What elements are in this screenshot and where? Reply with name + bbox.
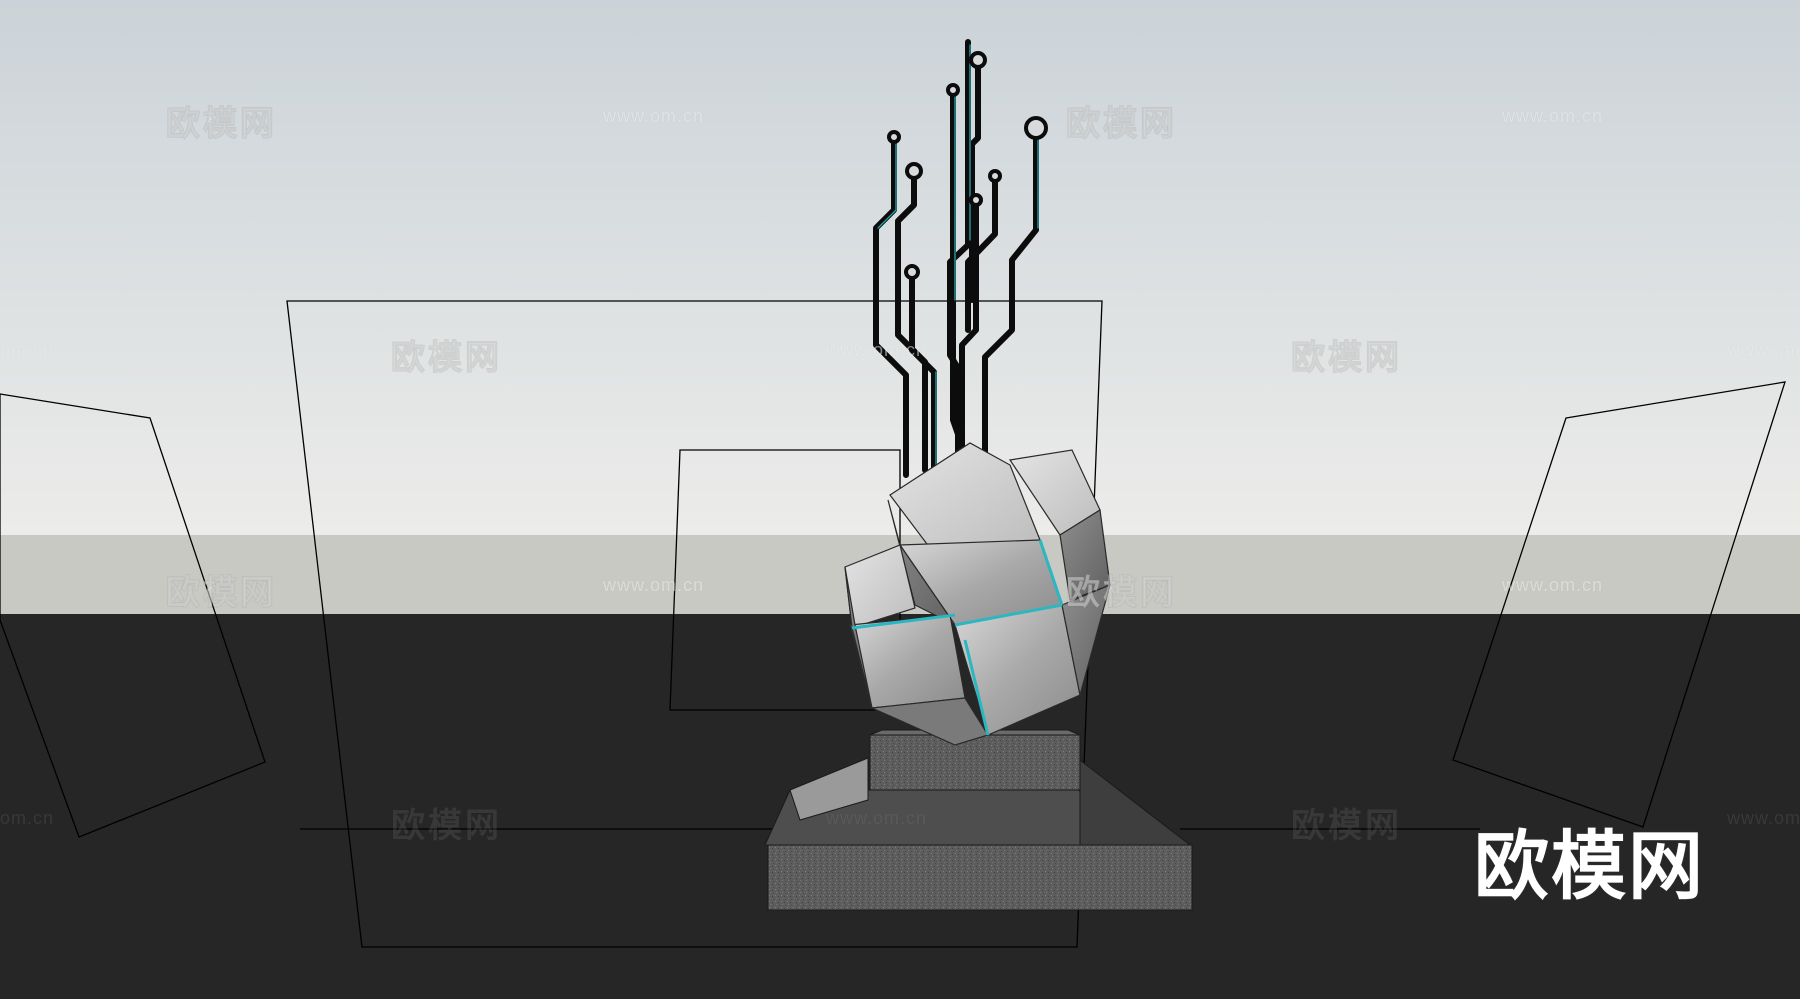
pedestal-upper-tier	[869, 734, 1081, 791]
wire-6	[969, 59, 981, 303]
brand-logo: 欧模网	[1473, 821, 1706, 911]
pedestal-slab	[789, 757, 869, 821]
wire-node-1	[887, 130, 901, 144]
section-plane-left	[0, 393, 266, 838]
wire-node-2	[905, 162, 923, 180]
wire-1	[873, 134, 909, 478]
wire-8	[965, 175, 998, 333]
cube-accent-glow	[851, 539, 1064, 736]
wire-node-7	[988, 169, 1002, 183]
wire-2	[895, 173, 928, 473]
section-plane-right	[1452, 381, 1786, 828]
wire-node-3	[904, 264, 920, 280]
wire-node-4	[946, 83, 960, 97]
wire-node-5	[969, 51, 987, 69]
wire-5	[947, 39, 971, 473]
wire-9	[982, 125, 1039, 473]
cube-right-side	[1061, 583, 1111, 696]
pedestal-step-right	[1079, 758, 1192, 846]
circuit-wires	[873, 39, 1048, 478]
cube-sculpture	[844, 442, 1111, 746]
wire-7	[959, 199, 979, 473]
wire-3	[909, 273, 937, 473]
pedestal-block-front	[767, 844, 1193, 911]
cube-top-top	[889, 442, 1041, 549]
section-plane-back-large	[286, 300, 1103, 948]
wire-node-6	[969, 193, 983, 207]
wire-node-8	[1024, 116, 1048, 140]
